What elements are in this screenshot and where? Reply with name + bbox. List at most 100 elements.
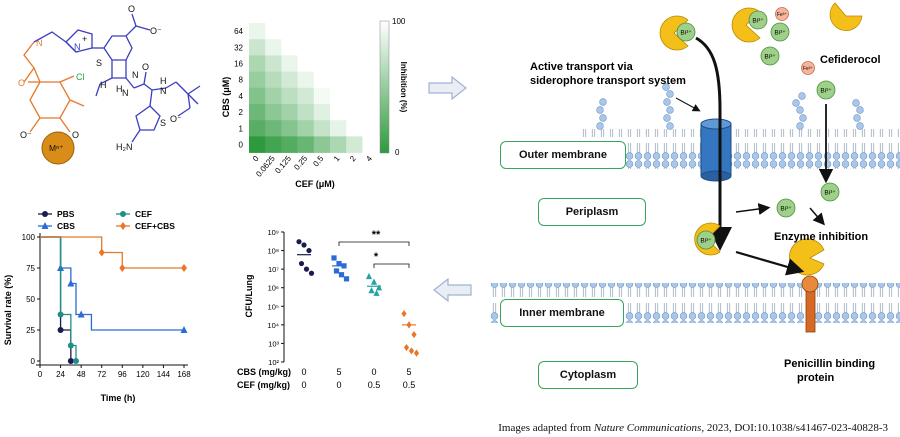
heatmap-cell [297,39,315,56]
colorbar-label: Inhibition (%) [399,62,408,113]
heatmap-cell [346,71,363,89]
heatmap-cell [330,120,347,137]
heatmap-cell [313,39,331,56]
heatmap-ytick: 8 [239,76,244,85]
colorbar-min: 0 [395,148,400,157]
cfu-ytick: 10⁸ [267,247,279,256]
heatmap-cell [265,120,282,137]
pbp-label-line2: protein [797,372,835,384]
outer-membrane-bilayer [580,129,900,169]
legend-label: CEF [135,209,152,219]
mol-atom: O [142,62,149,72]
cfu-point [303,266,310,272]
heatmap-cell [362,104,379,121]
mol-atom: O⁻ [20,130,32,140]
mol-atom: O⁻ [170,114,182,124]
heatmap-ylabel: CBS (μM) [221,77,231,118]
heatmap-xtick: 0.25 [292,154,309,172]
heatmap-cell [362,136,379,153]
caption-prefix: Images adapted from [498,422,594,434]
cfu-row1-value: 0 [371,367,376,377]
mol-atom: N [36,38,43,48]
heatmap-cell [297,87,315,105]
survival-xtick: 24 [56,370,65,379]
heatmap-cell [330,71,347,89]
survival-point [67,279,75,287]
survival-point [77,310,85,318]
heatmap-cell [265,55,282,72]
heatmap-cell [281,104,298,121]
heatmap-cell [249,87,266,105]
bismuth-ion [770,22,790,42]
periplasm-label: Periplasm [538,198,646,226]
survival-point [57,311,64,318]
heatmap-cell [297,55,315,72]
heatmap-cell [265,104,282,121]
enzyme-inhibition-label: Enzyme inhibition [774,231,868,243]
legend-marker [42,211,48,217]
cfu-row1-label: CBS (mg/kg) [237,367,291,377]
cfu-point [370,278,378,285]
heatmap-ytick: 4 [239,92,244,101]
survival-ytick: 50 [26,295,35,304]
heatmap-cell [330,87,347,105]
heatmap-cell [330,104,347,121]
heatmap-cell [330,39,347,56]
heatmap-xlabel: CEF (μM) [295,179,335,189]
pointer-arrow [675,97,701,112]
pbp-arrow [735,250,805,276]
sig-label-single: * [374,251,379,263]
mol-atom: H₂N [116,142,133,152]
legend-label: PBS [57,209,75,219]
cefiderocol-label: Cefiderocol [820,54,881,66]
survival-xtick: 0 [38,370,43,379]
bismuth-ion-label: Bi³⁺ [752,18,764,25]
heatmap-cell [297,120,315,137]
cfu-ytick: 10⁴ [267,321,279,330]
heatmap-cell [330,55,347,72]
mol-atom: O [72,130,79,140]
heatmap-ytick: 0 [239,141,244,150]
heatmap-xtick: 0.125 [273,154,293,176]
cfu-point [413,349,420,357]
heatmap-cell [297,71,315,89]
cephalosporin-core [33,13,201,143]
survival-ytick: 100 [22,233,36,242]
heatmap-cell [265,71,282,89]
bismuth-ion [816,80,836,100]
heatmap-cell [313,104,331,121]
sig-label-double: ** [372,229,381,241]
cfu-ytick: 10² [268,358,279,367]
survival-line-pbs [40,236,72,361]
cfu-row2-label: CEF (mg/kg) [237,380,290,390]
cfu-ytick: 10³ [268,339,279,348]
inhibition-arrow [809,207,825,226]
heatmap-cell [346,104,363,121]
survival-ytick: 0 [31,357,36,366]
heatmap-xtick: 2 [348,154,358,164]
heatmap-cell [313,87,331,105]
bismuth-ion-label: Bi³⁺ [824,190,836,197]
mol-atom: H [160,76,167,86]
heatmap-cell [346,136,363,153]
cfu-row1-value: 5 [336,367,341,377]
heatmap-cell [265,23,282,40]
cfu-point [308,270,315,276]
cfu-row2-value: 0 [336,380,341,390]
iron-ion-label: Fe³⁺ [803,66,814,72]
heatmap-cell [346,120,363,137]
cefiderocol-shape [829,2,863,31]
heatmap-cell [249,120,266,137]
heatmap-cell [362,120,379,137]
arrow-right-icon [428,76,467,100]
bismuth-ion [820,182,840,202]
survival-ytick: 75 [26,264,35,273]
survival-xtick: 144 [157,370,171,379]
heatmap-cell [281,23,298,40]
outer-membrane-label: Outer membrane [500,141,626,169]
